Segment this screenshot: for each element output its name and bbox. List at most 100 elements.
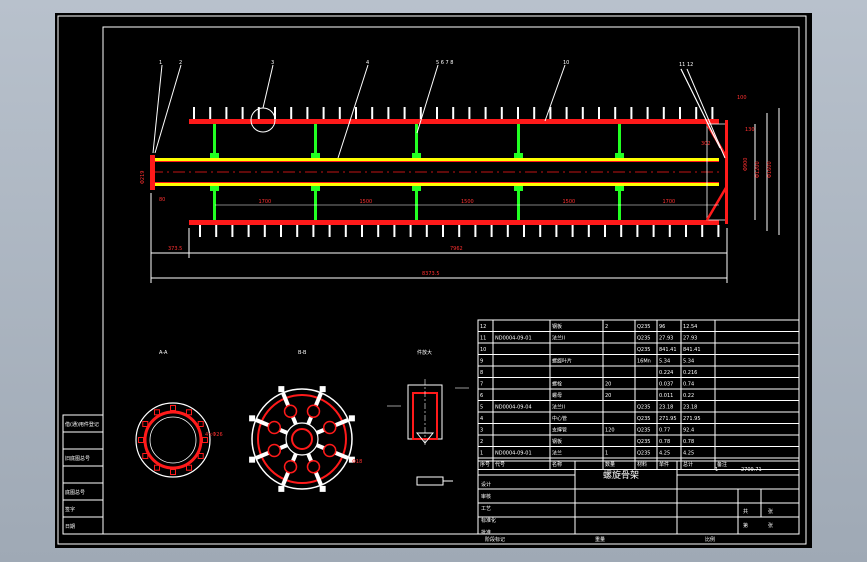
bom-cell: 钢板 xyxy=(552,323,562,330)
blade-tab xyxy=(662,107,665,119)
blade-tab xyxy=(717,225,720,237)
support-pad xyxy=(514,153,523,158)
title-row-label: 标准化 xyxy=(481,517,496,524)
bom-cell: 法兰 xyxy=(552,450,562,457)
bom-cell: 120 xyxy=(605,428,615,434)
bom-header: 总计 xyxy=(683,461,693,468)
bolt-hole xyxy=(154,464,160,471)
bom-cell: 0.78 xyxy=(659,439,670,445)
support-tubes xyxy=(210,124,624,220)
bom-header: 备注 xyxy=(717,461,727,468)
outer-tube-bottom xyxy=(189,220,719,225)
spoke-tube xyxy=(322,443,337,458)
right-dim: Φ1200 xyxy=(755,161,761,178)
bom-header: 名称 xyxy=(552,461,562,468)
detail-view xyxy=(387,379,469,486)
bom-cell: 92.4 xyxy=(683,428,694,434)
spoke-tube xyxy=(283,404,298,419)
spoke-tube xyxy=(283,459,298,474)
label-18: Φ18 xyxy=(352,459,362,465)
section-b-view: Φ18 xyxy=(249,386,362,492)
blade-tab xyxy=(442,225,444,237)
blade-tab xyxy=(199,225,201,237)
bom-cell: Q235 xyxy=(637,405,650,411)
bom-cell: 0.22 xyxy=(683,393,694,399)
callout-number: 5 6 7 8 xyxy=(436,60,454,66)
left-block-label: 日期 xyxy=(65,524,75,530)
blade-tab xyxy=(338,107,341,119)
bom-cell: 12 xyxy=(480,324,486,330)
outer-tube-top xyxy=(189,119,719,124)
bom-cell: 0.037 xyxy=(659,382,673,388)
scale-value: 1 xyxy=(715,467,718,473)
bolt-hole xyxy=(154,409,160,416)
bom-cell: 0.77 xyxy=(659,428,670,434)
blade-tab xyxy=(539,225,542,237)
support-pad xyxy=(615,153,624,158)
bom-cell: 10 xyxy=(480,347,486,353)
bom-cell: 0.74 xyxy=(683,382,694,388)
spoke-lug xyxy=(348,415,355,422)
bom-header: 序号 xyxy=(480,461,490,468)
support-pad xyxy=(615,186,624,191)
bolt-hole xyxy=(197,453,204,459)
bom-cell: 271.95 xyxy=(659,416,677,422)
title-bottom-label: 重量 xyxy=(595,536,605,543)
bom-cell: 螺旋叶片 xyxy=(552,358,572,365)
support-pad xyxy=(210,186,219,191)
blade-tab xyxy=(209,107,212,119)
spoke-tube xyxy=(306,459,321,474)
blade-tab xyxy=(468,107,471,119)
support-pad xyxy=(514,186,523,191)
blade-tab xyxy=(604,225,606,237)
spoke-lug xyxy=(319,386,326,393)
support-tube xyxy=(213,124,216,158)
callout-number: 1 xyxy=(159,60,162,66)
bom-cell: 5 xyxy=(480,405,483,411)
bom-cell: 8 xyxy=(480,370,483,376)
bom-cell: 27.93 xyxy=(683,336,697,342)
bom-header: 单件 xyxy=(659,461,669,468)
blade-tab xyxy=(296,225,299,237)
blade-tab xyxy=(668,225,671,237)
callout-number: 2 xyxy=(179,60,182,66)
bom-cell: 1 xyxy=(480,451,483,457)
bom-cell: 20 xyxy=(605,382,611,388)
title-block: 螺旋骨架 1 2709.71 设计审核工艺标准化批准 共张第张 xyxy=(477,460,800,536)
detail-label: 件放大 xyxy=(417,349,432,356)
title-bottom-label: 比例 xyxy=(705,536,715,543)
right-dim: 100 xyxy=(737,95,747,101)
bom-cell: ND0004-09-01 xyxy=(495,336,532,342)
bolt-hole xyxy=(197,421,204,427)
bom-cell: 4.25 xyxy=(683,451,694,457)
support-tube xyxy=(415,124,418,158)
bom-cell: 27.93 xyxy=(659,336,673,342)
bom-cell: 841.41 xyxy=(683,347,701,353)
bom-cell: 5.34 xyxy=(683,359,694,365)
blade-tab xyxy=(361,225,363,237)
support-tube xyxy=(618,124,621,158)
blade-tab xyxy=(290,107,293,119)
blade-tab xyxy=(231,225,234,237)
blade-tab xyxy=(377,225,380,237)
bom-cell: 0.011 xyxy=(659,393,673,399)
blade-tab xyxy=(484,107,487,119)
left-block-label: 旧底图总号 xyxy=(65,455,90,462)
blade-tab xyxy=(614,107,617,119)
bom-cell: 12.54 xyxy=(683,324,697,330)
blade-tab xyxy=(419,107,422,119)
bom-cell: 1 xyxy=(605,451,608,457)
callout-number: 10 xyxy=(563,60,569,66)
blade-tab xyxy=(685,225,687,237)
title-row-label: 设计 xyxy=(481,481,491,488)
bom-cell: 2 xyxy=(480,439,483,445)
blade-tab xyxy=(193,107,195,119)
bom-cell: Q235 xyxy=(637,347,650,353)
leader-lines xyxy=(152,64,726,159)
dim-overall: 8373.5 xyxy=(422,271,440,277)
bom-header: 材料 xyxy=(637,461,647,468)
spoke-lug xyxy=(348,456,355,463)
support-tube xyxy=(618,186,621,220)
